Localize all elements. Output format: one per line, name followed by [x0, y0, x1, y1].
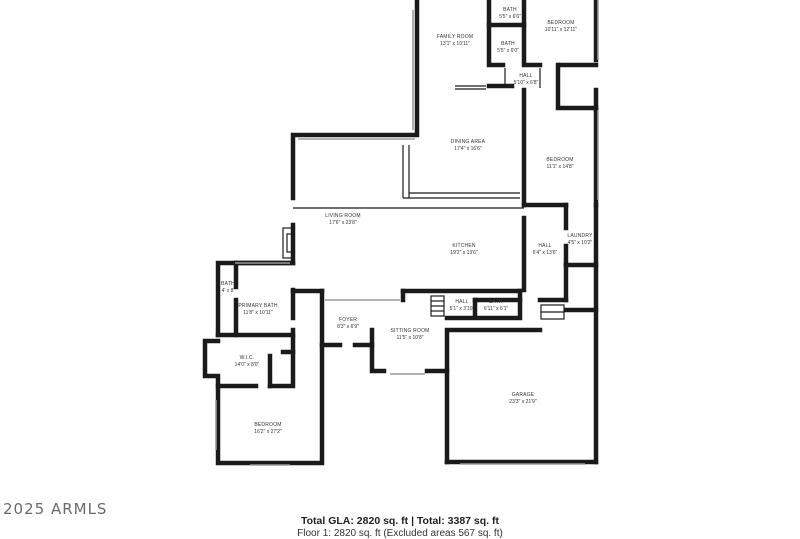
exterior-walls [202, 0, 599, 466]
room-name: LAUNDRY [567, 233, 593, 239]
room-label-foyer: FOYER 8'3" x 6'9" [337, 317, 359, 331]
room-dimensions: 5'1" x 3'10" [449, 306, 475, 312]
room-name: DINING AREA [450, 139, 486, 145]
room-label-bedroom: BEDROOM 11'1" x 14'8" [546, 157, 573, 171]
room-dimensions: 6'11" x 6'1" [483, 306, 509, 312]
room-name: BEDROOM [546, 157, 574, 163]
room-label-kitchen: KITCHEN 19'2" x 13'6" [450, 243, 477, 257]
room-name: GARAGE [511, 392, 535, 398]
room-name: BATH [503, 7, 517, 13]
room-name: FOYER [338, 317, 358, 323]
room-label-hall: HALL 5'1" x 3'10" [450, 299, 475, 313]
room-name: BEDROOM [254, 422, 282, 428]
room-label-wic: W.I.C. 14'0" x 8'0" [235, 355, 260, 369]
room-dimensions: 10'11" x 12'11" [544, 27, 578, 33]
room-dimensions: 11'8" x 10'11" [243, 310, 273, 316]
room-label-bath: BATH 6'11" x 6'1" [484, 299, 508, 313]
room-label-bath: BATH 5'5" x 6'0" [497, 41, 519, 55]
room-label-garage: GARAGE 23'3" x 21'9" [509, 392, 536, 406]
room-dimensions: 8'3" x 6'9" [337, 324, 359, 330]
room-dimensions: 23'3" x 21'9" [509, 399, 537, 405]
room-label-hall: HALL 5'10" x 6'8" [514, 73, 539, 87]
room-label-sitting-room: SITTING ROOM 11'5" x 10'8" [390, 328, 429, 342]
room-label-family-room: FAMILY ROOM 13'1" x 10'11" [437, 34, 473, 48]
room-label-bath: BATH 5'5" x 6'6" [499, 7, 521, 21]
area-summary: Total GLA: 2820 sq. ft | Total: 3387 sq.… [301, 515, 499, 527]
room-dimensions: 5'10" x 6'8" [513, 80, 539, 86]
room-dimensions: 11'5" x 10'8" [396, 335, 424, 341]
room-dimensions: 5'5" x 6'6" [499, 14, 521, 20]
room-dimensions: 17'6" x 23'8" [329, 220, 357, 226]
room-label-bedroom: BEDROOM 10'11" x 12'11" [545, 20, 577, 34]
room-name: HALL [519, 73, 533, 79]
room-dimensions: 5'5" x 6'0" [497, 48, 519, 54]
room-dimensions: 17'4" x 16'6" [454, 146, 482, 152]
room-label-hall: HALL 6'4" x 13'6" [533, 243, 558, 257]
room-dimensions: 6'4" x 13'6" [532, 250, 558, 256]
room-name: FAMILY ROOM [436, 34, 474, 40]
room-label-living-room: LIVING ROOM 17'6" x 23'8" [325, 213, 361, 227]
room-dimensions: 16'2" x 27'2" [254, 429, 282, 435]
room-name: LIVING ROOM [325, 213, 361, 219]
room-dimensions: 4' x 8' [221, 288, 235, 294]
room-name: BEDROOM [547, 20, 575, 26]
room-label-primary-bath: PRIMARY BATH 11'8" x 10'11" [238, 303, 277, 317]
room-label-bath: BATH 4' x 8' [221, 281, 235, 295]
room-name: W.I.C. [239, 355, 255, 361]
copyright-watermark: 2025 ARMLS [3, 500, 108, 518]
room-name: HALL [538, 243, 552, 249]
room-label-dining-area: DINING AREA 17'4" x 16'6" [451, 139, 485, 153]
room-dimensions: 14'0" x 8'0" [234, 362, 260, 368]
fixture-lines [215, 0, 599, 466]
room-dimensions: 11'1" x 14'8" [546, 164, 574, 170]
room-name: SITTING ROOM [390, 328, 430, 334]
room-name: BATH [221, 281, 235, 287]
room-dimensions: 4'5" x 10'2" [567, 240, 593, 246]
room-dimensions: 13'1" x 10'11" [440, 41, 470, 47]
floor-area-line: Floor 1: 2820 sq. ft (Excluded areas 567… [297, 528, 503, 539]
room-name: BATH [489, 299, 503, 305]
room-name: KITCHEN [452, 243, 476, 249]
room-label-laundry: LAUNDRY 4'5" x 10'2" [567, 233, 592, 247]
room-dimensions: 19'2" x 13'6" [450, 250, 478, 256]
room-name: HALL [455, 299, 469, 305]
room-label-bedroom: BEDROOM 16'2" x 27'2" [254, 422, 281, 436]
room-name: PRIMARY BATH [238, 303, 278, 309]
room-name: BATH [501, 41, 515, 47]
